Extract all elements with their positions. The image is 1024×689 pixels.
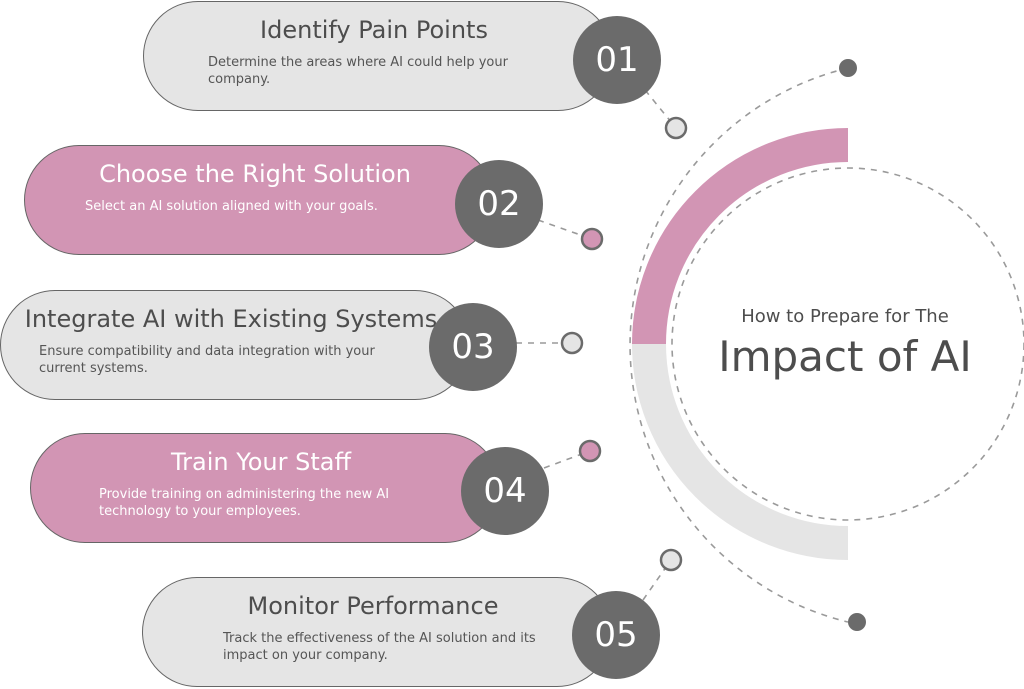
step-description-03: Ensure compatibility and data integratio… <box>39 344 375 376</box>
step-card-03: Integrate AI with Existing Systems Ensur… <box>0 290 470 400</box>
step-card-01: Identify Pain Points Determine the areas… <box>143 1 613 111</box>
arc-node-01 <box>664 116 688 140</box>
step-badge-04: 04 <box>461 447 549 535</box>
arc-node-02 <box>580 227 604 251</box>
arc-node-05 <box>659 548 683 572</box>
center-subtitle: How to Prepare for The <box>741 306 949 327</box>
step-badge-03: 03 <box>429 303 517 391</box>
step-badge-02: 02 <box>455 160 543 248</box>
connector-line-02 <box>537 219 593 240</box>
step-description-05: Track the effectiveness of the AI soluti… <box>223 631 536 663</box>
step-badge-05: 05 <box>572 591 660 679</box>
step-badge-01: 01 <box>573 16 661 104</box>
ring-segment-pink <box>632 128 849 345</box>
step-title-01: Identify Pain Points <box>260 16 488 44</box>
step-card-04: Train Your Staff Provide training on adm… <box>30 433 500 543</box>
center-title: Impact of AI <box>718 332 972 381</box>
inner-dashed-circle <box>671 167 1024 521</box>
step-title-02: Choose the Right Solution <box>99 160 411 188</box>
step-title-03: Integrate AI with Existing Systems <box>24 305 438 333</box>
step-title-04: Train Your Staff <box>171 448 351 476</box>
step-card-02: Choose the Right Solution Select an AI s… <box>24 145 494 255</box>
step-description-01: Determine the areas where AI could help … <box>208 55 508 87</box>
arc-end-dot-bottom <box>848 613 866 631</box>
arc-node-03 <box>560 331 584 355</box>
arc-end-dot-top <box>839 59 857 77</box>
step-title-05: Monitor Performance <box>247 592 499 620</box>
ring-segment-gray <box>632 343 849 560</box>
step-description-02: Select an AI solution aligned with your … <box>85 199 378 214</box>
arc-node-04 <box>578 439 602 463</box>
step-card-05: Monitor Performance Track the effectiven… <box>142 577 612 687</box>
step-description-04: Provide training on administering the ne… <box>99 487 390 519</box>
